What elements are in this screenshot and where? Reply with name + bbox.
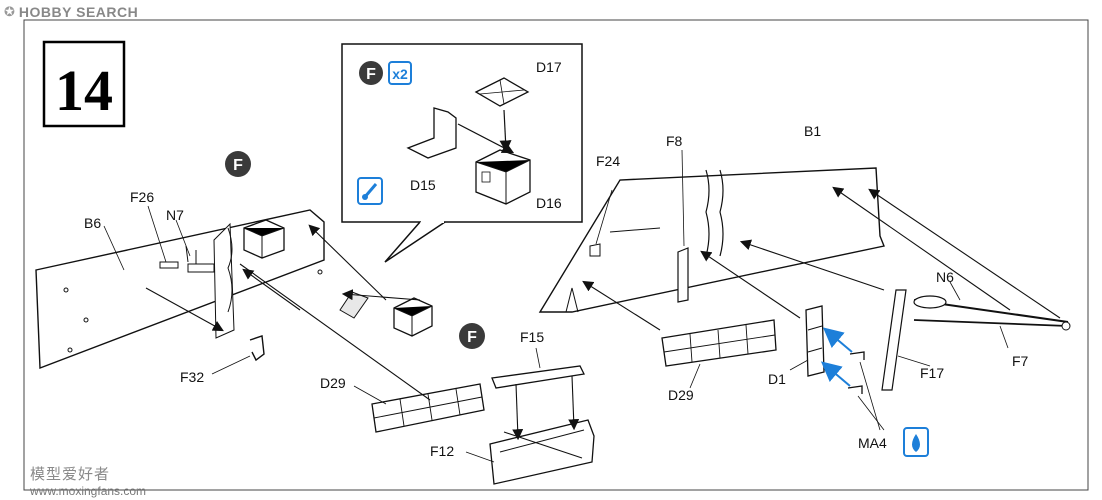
label-ma4: MA4 bbox=[858, 435, 887, 451]
watermark: 模型爱好者 www.moxingfans.com bbox=[30, 463, 146, 498]
part-d29-right bbox=[661, 319, 777, 367]
step-number: 14 bbox=[55, 58, 113, 123]
left-assembly: F F bbox=[35, 151, 595, 485]
label-f32: F32 bbox=[180, 369, 204, 385]
callout-box: F x2 D17 D15 D16 bbox=[341, 43, 583, 263]
part-d15 bbox=[406, 107, 457, 159]
label-d16: D16 bbox=[536, 195, 562, 211]
step-number-box: 14 bbox=[42, 40, 126, 128]
f-badge-icon bbox=[459, 323, 485, 349]
label-f26: F26 bbox=[130, 189, 154, 205]
label-n7: N7 bbox=[166, 207, 184, 223]
label-b6: B6 bbox=[84, 215, 101, 231]
label-d15: D15 bbox=[410, 177, 436, 193]
label-f24: F24 bbox=[596, 153, 620, 169]
watermark-cn: 模型爱好者 bbox=[30, 466, 111, 483]
label-d29-left: D29 bbox=[320, 375, 346, 391]
watermark-site: www.moxingfans.com bbox=[30, 484, 147, 498]
f-badge-label: F bbox=[467, 329, 477, 346]
f-badge-icon bbox=[359, 61, 383, 85]
label-f8: F8 bbox=[666, 133, 683, 149]
page-border bbox=[23, 19, 1089, 491]
part-ma4-b bbox=[847, 385, 863, 394]
label-n6: N6 bbox=[936, 269, 954, 285]
label-f7: F7 bbox=[1012, 353, 1029, 369]
label-d29-right: D29 bbox=[668, 387, 694, 403]
brand-icon: ✪ bbox=[4, 4, 15, 19]
label-f15: F15 bbox=[520, 329, 544, 345]
f-badge-icon bbox=[225, 151, 251, 177]
brand-name: HOBBY SEARCH bbox=[18, 4, 139, 20]
label-d17: D17 bbox=[536, 59, 562, 75]
header-bar: ✪ HOBBY SEARCH bbox=[0, 0, 1102, 24]
f-badge-label: F bbox=[233, 157, 243, 174]
part-f8 bbox=[677, 247, 689, 303]
part-b1 bbox=[538, 167, 885, 313]
part-f15 bbox=[491, 365, 585, 389]
label-f12: F12 bbox=[430, 443, 454, 459]
part-f32 bbox=[249, 335, 265, 362]
part-f17 bbox=[881, 289, 907, 391]
part-f24 bbox=[589, 243, 601, 257]
part-ma4-a bbox=[849, 351, 865, 360]
label-f17: F17 bbox=[920, 365, 944, 381]
label-b1: B1 bbox=[804, 123, 821, 139]
multiplier-label: x2 bbox=[392, 66, 408, 82]
part-d29-left bbox=[371, 383, 485, 433]
right-assembly bbox=[538, 149, 1071, 457]
part-d16 bbox=[475, 149, 531, 205]
multiplier-badge bbox=[388, 61, 412, 85]
f-badge-label: F bbox=[366, 66, 376, 83]
part-f12 bbox=[489, 419, 595, 485]
part-f7 bbox=[913, 319, 1069, 327]
part-d1 bbox=[805, 305, 825, 377]
label-d1: D1 bbox=[768, 371, 786, 387]
